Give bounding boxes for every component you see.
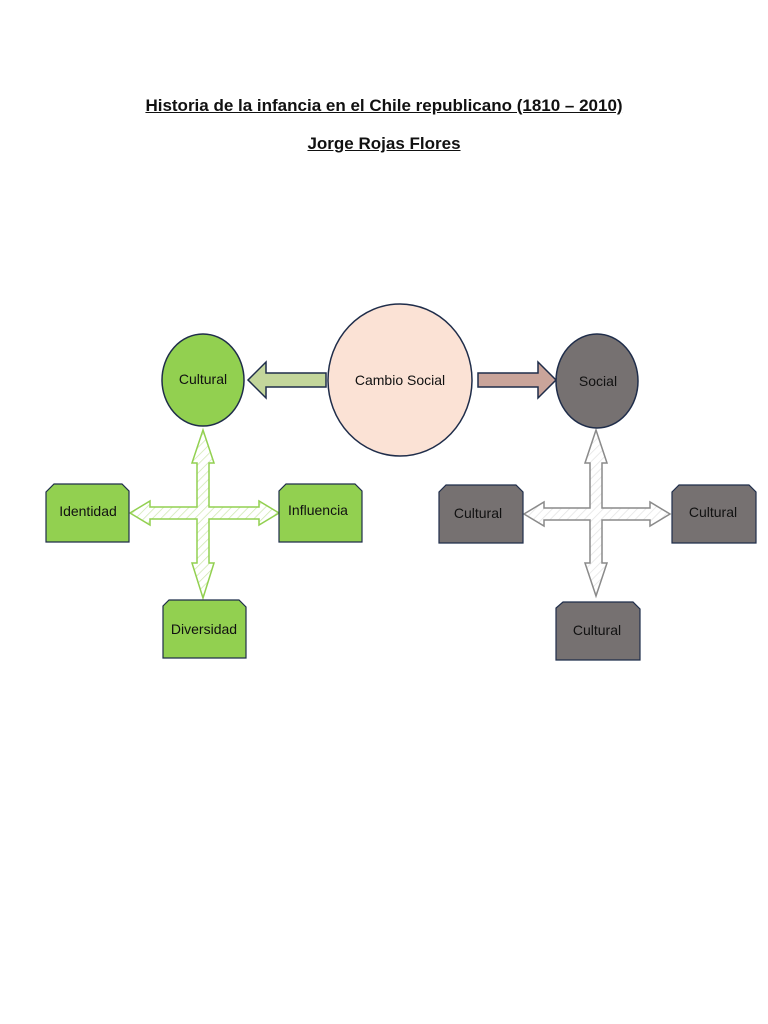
right-east-label: Cultural bbox=[689, 504, 737, 520]
right-south-box bbox=[555, 601, 641, 661]
document-title: Historia de la infancia en el Chile repu… bbox=[145, 96, 623, 115]
left-group: Cultural Identidad Influencia Diversidad bbox=[45, 333, 363, 659]
arrow-to-cultural bbox=[246, 360, 327, 400]
center-label: Cambio Social bbox=[355, 372, 445, 388]
right-east-box bbox=[671, 484, 757, 544]
center-circle bbox=[327, 303, 473, 457]
left-south-label: Diversidad bbox=[171, 621, 237, 637]
right-cross-arrow bbox=[522, 427, 672, 599]
right-hub-label: Social bbox=[579, 373, 617, 389]
right-group: Social Cultural Cultural Cultural bbox=[438, 333, 757, 661]
right-west-label: Cultural bbox=[454, 505, 502, 521]
right-west-box bbox=[438, 484, 524, 544]
left-west-box bbox=[45, 483, 130, 543]
document-author: Jorge Rojas Flores bbox=[307, 134, 461, 153]
left-cross-arrow bbox=[128, 427, 281, 601]
center-node: Cambio Social bbox=[327, 303, 473, 457]
left-hub-circle bbox=[161, 333, 245, 427]
left-south-box bbox=[162, 599, 247, 659]
left-east-box bbox=[278, 483, 363, 543]
left-west-label: Identidad bbox=[59, 503, 117, 519]
right-hub-circle bbox=[555, 333, 639, 429]
left-hub-label: Cultural bbox=[179, 371, 227, 387]
right-south-label: Cultural bbox=[573, 622, 621, 638]
left-east-label: Influencia bbox=[288, 502, 348, 518]
arrow-to-social bbox=[477, 360, 558, 400]
